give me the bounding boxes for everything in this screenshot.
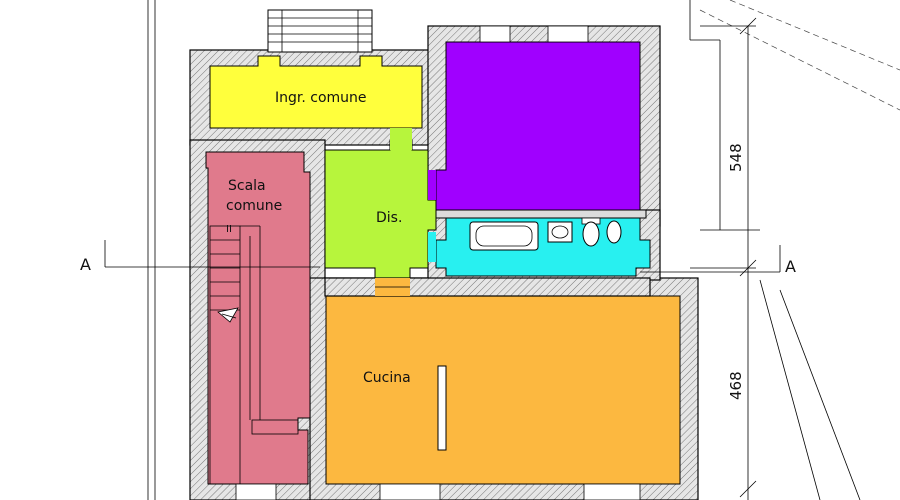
room-camera [435, 41, 641, 211]
room-ingresso-comune [209, 55, 423, 129]
section-line: A A [80, 240, 796, 276]
bidet [606, 220, 622, 244]
room-cucina [325, 295, 681, 485]
windows [235, 25, 641, 500]
section-mark-right: A [785, 257, 796, 276]
dimension-upper: 548 [727, 143, 745, 172]
background-lines [147, 0, 900, 500]
stair-marker: II [226, 224, 232, 235]
entrance-steps [267, 9, 373, 53]
bathroom-fixtures [469, 217, 622, 251]
label-disimpegno: Dis. [376, 210, 402, 226]
toilet [582, 221, 600, 247]
dimension-lower: 468 [727, 371, 745, 400]
label-cucina: Cucina [363, 370, 411, 386]
label-scala-line1: Scala [228, 178, 266, 194]
partitions [324, 128, 651, 451]
room-labels: Ingr. comune Scala comune II Dis. Cucina [226, 90, 411, 386]
label-scala-line2: comune [226, 198, 282, 214]
label-ingresso-comune: Ingr. comune [275, 90, 367, 106]
room-disimpegno [324, 139, 437, 279]
dimension-lines: 548 468 [690, 17, 757, 500]
section-mark-left: A [80, 255, 91, 274]
